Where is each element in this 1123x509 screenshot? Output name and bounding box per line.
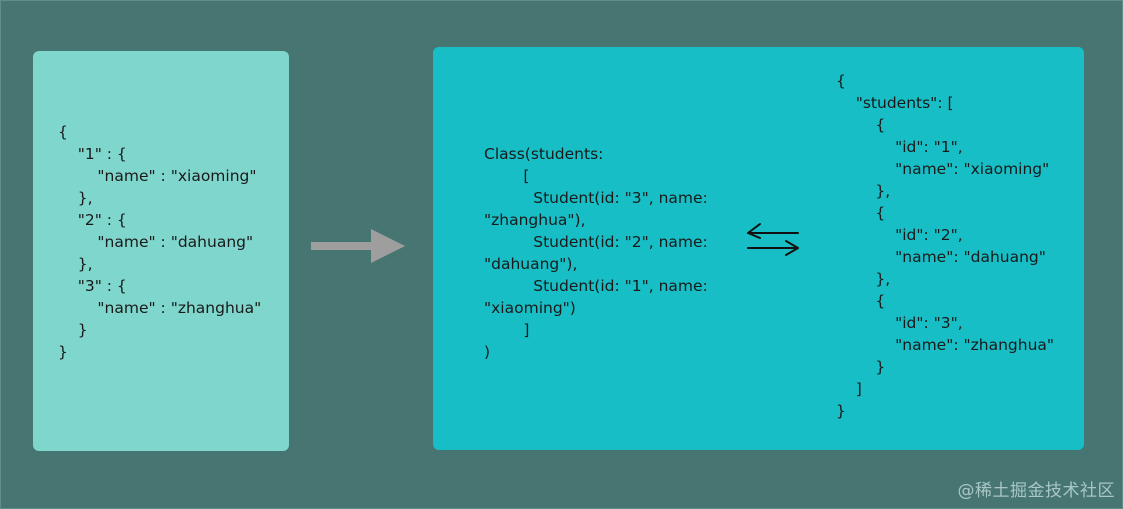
code-line: "id": "2", [836, 226, 963, 244]
code-line: "dahuang"), [484, 255, 578, 273]
code-line: }, [836, 182, 891, 200]
code-line: "name" : "xiaoming" [58, 167, 257, 185]
code-line: }, [58, 255, 93, 273]
right-arrow-icon [311, 229, 405, 263]
code-line: } [58, 343, 68, 361]
watermark: @稀土掘金技术社区 [957, 481, 1115, 501]
code-line: } [836, 402, 846, 420]
code-line: { [836, 292, 886, 310]
target-json-code: { "students": [ { "id": "1", "name": "xi… [836, 70, 1054, 422]
code-line: { [836, 116, 886, 134]
code-line: "name" : "zhanghua" [58, 299, 262, 317]
code-line: "3" : { [58, 277, 127, 295]
code-line: Student(id: "1", name: [484, 277, 708, 295]
bidirectional-arrows-icon [747, 223, 799, 256]
code-line: "1" : { [58, 145, 127, 163]
code-line: }, [836, 270, 891, 288]
code-line: "name" : "dahuang" [58, 233, 254, 251]
code-line: { [836, 72, 846, 90]
code-line: }, [58, 189, 93, 207]
code-line: Student(id: "3", name: [484, 189, 708, 207]
code-line: } [836, 358, 886, 376]
code-line: { [836, 204, 886, 222]
source-json-panel [33, 51, 289, 451]
code-line: Student(id: "2", name: [484, 233, 708, 251]
code-line: { [58, 123, 68, 141]
code-line: "xiaoming") [484, 299, 576, 317]
code-line: ] [484, 321, 530, 339]
code-line: "2" : { [58, 211, 127, 229]
code-line: ] [836, 380, 862, 398]
code-line: ) [484, 343, 491, 361]
code-line: "id": "1", [836, 138, 963, 156]
class-representation-code: Class(students: [ Student(id: "3", name:… [484, 143, 708, 363]
code-line: } [58, 321, 88, 339]
code-line: "name": "zhanghua" [836, 336, 1055, 354]
code-line: "students": [ [836, 94, 954, 112]
source-json-code: { "1" : { "name" : "xiaoming" }, "2" : {… [58, 121, 261, 363]
code-line: "id": "3", [836, 314, 963, 332]
code-line: [ [484, 167, 530, 185]
code-line: "name": "dahuang" [836, 248, 1046, 266]
code-line: "name": "xiaoming" [836, 160, 1050, 178]
code-line: Class(students: [484, 145, 604, 163]
code-line: "zhanghua"), [484, 211, 586, 229]
